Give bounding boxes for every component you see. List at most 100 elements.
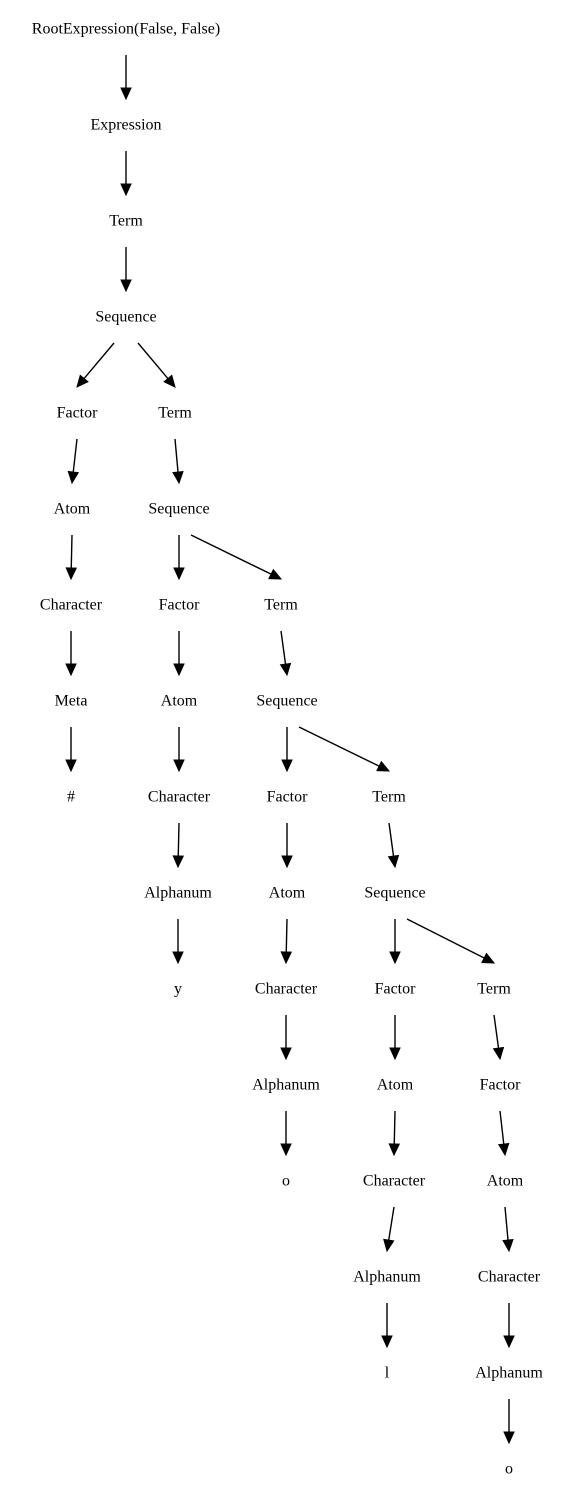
edge-line bbox=[393, 1110, 396, 1145]
node-seq2: Sequence bbox=[148, 501, 209, 518]
arrowhead bbox=[502, 1239, 514, 1253]
arrowhead bbox=[281, 855, 293, 869]
node-factor1: Factor bbox=[57, 405, 99, 422]
arrowhead bbox=[503, 1335, 515, 1349]
node-atom5: Atom bbox=[487, 1173, 524, 1190]
edge-seq1-term2 bbox=[137, 342, 176, 388]
edge-seq3-factor3 bbox=[281, 727, 293, 773]
edge-seq2-term3 bbox=[190, 534, 283, 580]
arrowhead bbox=[497, 1142, 510, 1157]
node-char4: Character bbox=[363, 1173, 426, 1190]
arrowhead bbox=[381, 1335, 393, 1349]
arrowhead bbox=[172, 855, 185, 869]
edge-seq4-term5 bbox=[406, 918, 496, 964]
arrowhead bbox=[65, 759, 77, 773]
edges bbox=[65, 55, 515, 1445]
edge-line bbox=[174, 438, 179, 473]
arrowhead bbox=[503, 1431, 515, 1445]
edge-atom2-char2 bbox=[173, 727, 185, 773]
node-alnum2: Alphanum bbox=[252, 1077, 320, 1094]
node-atom4: Atom bbox=[377, 1077, 414, 1094]
edge-line bbox=[72, 438, 78, 473]
node-seq4: Sequence bbox=[364, 885, 425, 902]
arrowhead bbox=[67, 470, 80, 485]
edge-atom3-char3 bbox=[280, 918, 293, 965]
arrowhead bbox=[65, 567, 78, 581]
edge-term4-seq4 bbox=[387, 822, 400, 869]
edge-char5-alnum4 bbox=[503, 1303, 515, 1349]
edge-line bbox=[190, 534, 272, 575]
node-hash: # bbox=[67, 789, 75, 806]
arrowhead bbox=[173, 663, 185, 677]
arrowhead bbox=[481, 952, 496, 964]
edge-factor3-atom3 bbox=[281, 823, 293, 869]
arrowhead bbox=[389, 1047, 401, 1061]
edge-root-expr bbox=[120, 55, 132, 101]
edge-line bbox=[280, 630, 287, 665]
arrowhead bbox=[281, 759, 293, 773]
node-factor4: Factor bbox=[375, 981, 417, 998]
arrowhead bbox=[388, 1143, 401, 1157]
arrowhead bbox=[383, 1238, 395, 1253]
edge-seq2-factor2 bbox=[173, 535, 185, 581]
node-term4: Term bbox=[372, 789, 406, 806]
edge-line bbox=[285, 918, 288, 953]
edge-line bbox=[388, 822, 395, 857]
node-o2: o bbox=[505, 1461, 513, 1478]
edge-line bbox=[499, 1110, 505, 1145]
edge-alnum2-o1 bbox=[280, 1111, 292, 1157]
node-atom2: Atom bbox=[161, 693, 198, 710]
edge-atom4-char4 bbox=[388, 1110, 401, 1157]
edge-term2-seq2 bbox=[172, 438, 184, 485]
edge-factor5-atom5 bbox=[497, 1110, 510, 1157]
nodes: RootExpression(False, False)ExpressionTe… bbox=[32, 21, 544, 1478]
arrowhead bbox=[492, 1046, 505, 1061]
edge-term5-factor5 bbox=[492, 1014, 505, 1061]
edge-line bbox=[83, 342, 115, 380]
node-y: y bbox=[174, 981, 182, 998]
edge-expr-term1 bbox=[120, 151, 132, 197]
arrowhead bbox=[376, 760, 391, 772]
node-term5: Term bbox=[477, 981, 511, 998]
node-term3: Term bbox=[264, 597, 298, 614]
edge-char1-meta1 bbox=[65, 631, 77, 677]
arrowhead bbox=[173, 759, 185, 773]
edge-alnum3-l bbox=[381, 1303, 393, 1349]
node-root: RootExpression(False, False) bbox=[32, 21, 220, 38]
edge-meta1-hash bbox=[65, 727, 77, 773]
edge-char2-alnum1 bbox=[172, 822, 185, 869]
edge-line bbox=[177, 822, 180, 857]
edge-seq3-term4 bbox=[298, 726, 391, 772]
node-factor5: Factor bbox=[480, 1077, 522, 1094]
arrowhead bbox=[120, 87, 132, 101]
arrowhead bbox=[163, 374, 176, 388]
edge-term1-seq1 bbox=[120, 247, 132, 293]
edge-char4-alnum3 bbox=[383, 1206, 395, 1253]
edge-seq4-factor4 bbox=[389, 919, 401, 965]
node-char5: Character bbox=[478, 1269, 541, 1286]
edge-char3-alnum2 bbox=[280, 1015, 292, 1061]
node-char2: Character bbox=[148, 789, 211, 806]
arrowhead bbox=[280, 1143, 292, 1157]
edge-seq1-factor1 bbox=[76, 342, 115, 388]
edge-term3-seq3 bbox=[279, 630, 292, 677]
node-term2: Term bbox=[158, 405, 192, 422]
node-factor3: Factor bbox=[267, 789, 309, 806]
arrowhead bbox=[279, 662, 292, 677]
edge-line bbox=[137, 342, 169, 380]
node-char1: Character bbox=[40, 597, 103, 614]
node-o1: o bbox=[282, 1173, 290, 1190]
arrowhead bbox=[120, 183, 132, 197]
edge-line bbox=[493, 1014, 500, 1049]
node-seq3: Sequence bbox=[256, 693, 317, 710]
arrowhead bbox=[76, 374, 89, 388]
node-meta1: Meta bbox=[55, 693, 88, 710]
edge-line bbox=[504, 1206, 509, 1241]
edge-line bbox=[298, 726, 380, 767]
node-atom1: Atom bbox=[54, 501, 91, 518]
node-seq1: Sequence bbox=[95, 309, 156, 326]
arrowhead bbox=[280, 1047, 292, 1061]
edge-alnum4-o2 bbox=[503, 1399, 515, 1445]
edge-factor1-atom1 bbox=[67, 438, 80, 485]
node-alnum1: Alphanum bbox=[144, 885, 212, 902]
